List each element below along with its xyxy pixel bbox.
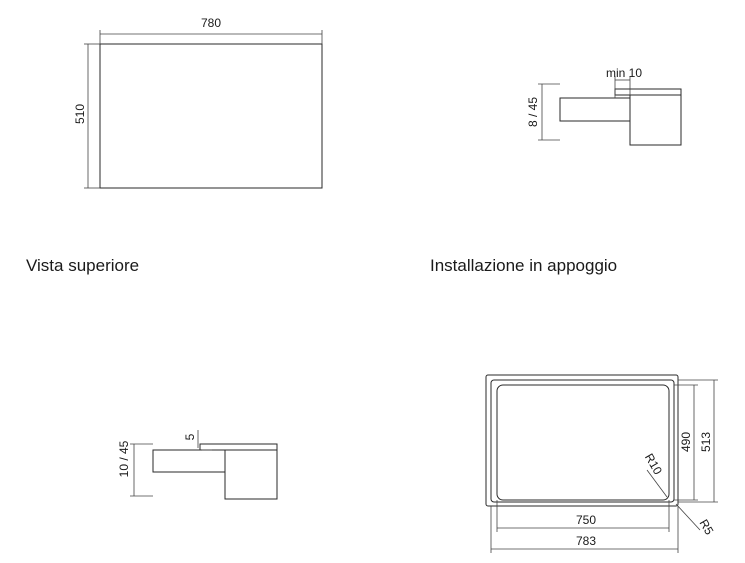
top-view-outline: [99, 43, 323, 189]
top-view-caption: Vista superiore: [26, 256, 140, 275]
top-width-label: 780: [201, 16, 221, 30]
top-height-label: 510: [73, 104, 87, 124]
surface-hob-body: [559, 97, 631, 122]
cutout-outer-width-label: 783: [576, 534, 596, 548]
cutout-outer-frame: [485, 374, 679, 507]
surface-overlap-label: min 10: [606, 66, 642, 80]
flush-install-section: 10 / 45 5: [117, 430, 278, 500]
flush-countertop: [224, 449, 278, 500]
cutout-outer-height-label: 513: [699, 432, 713, 452]
cutout-view: 750 783 490 513 R10 R5: [485, 374, 718, 553]
cutout-outer-radius-label: R5: [697, 517, 717, 538]
flush-hob-body: [152, 449, 226, 473]
cutout-inner-height-label: 490: [679, 432, 693, 452]
surface-install-section: 8 / 45 min 10: [526, 66, 682, 146]
flush-glass-top: [199, 443, 278, 451]
cutout-inner-opening: [496, 384, 670, 501]
surface-countertop: [629, 94, 682, 146]
surface-install-caption: Installazione in appoggio: [430, 256, 618, 275]
cutout-inner-radius-label: R10: [642, 451, 665, 477]
flush-offset-label: 5: [183, 433, 197, 440]
surface-thickness-label: 8 / 45: [526, 97, 540, 127]
top-view: 780 510: [73, 16, 323, 189]
surface-glass-top: [614, 88, 682, 96]
cutout-inner-width-label: 750: [576, 513, 596, 527]
flush-thickness-label: 10 / 45: [117, 440, 131, 477]
cutout-middle-frame: [490, 379, 675, 503]
